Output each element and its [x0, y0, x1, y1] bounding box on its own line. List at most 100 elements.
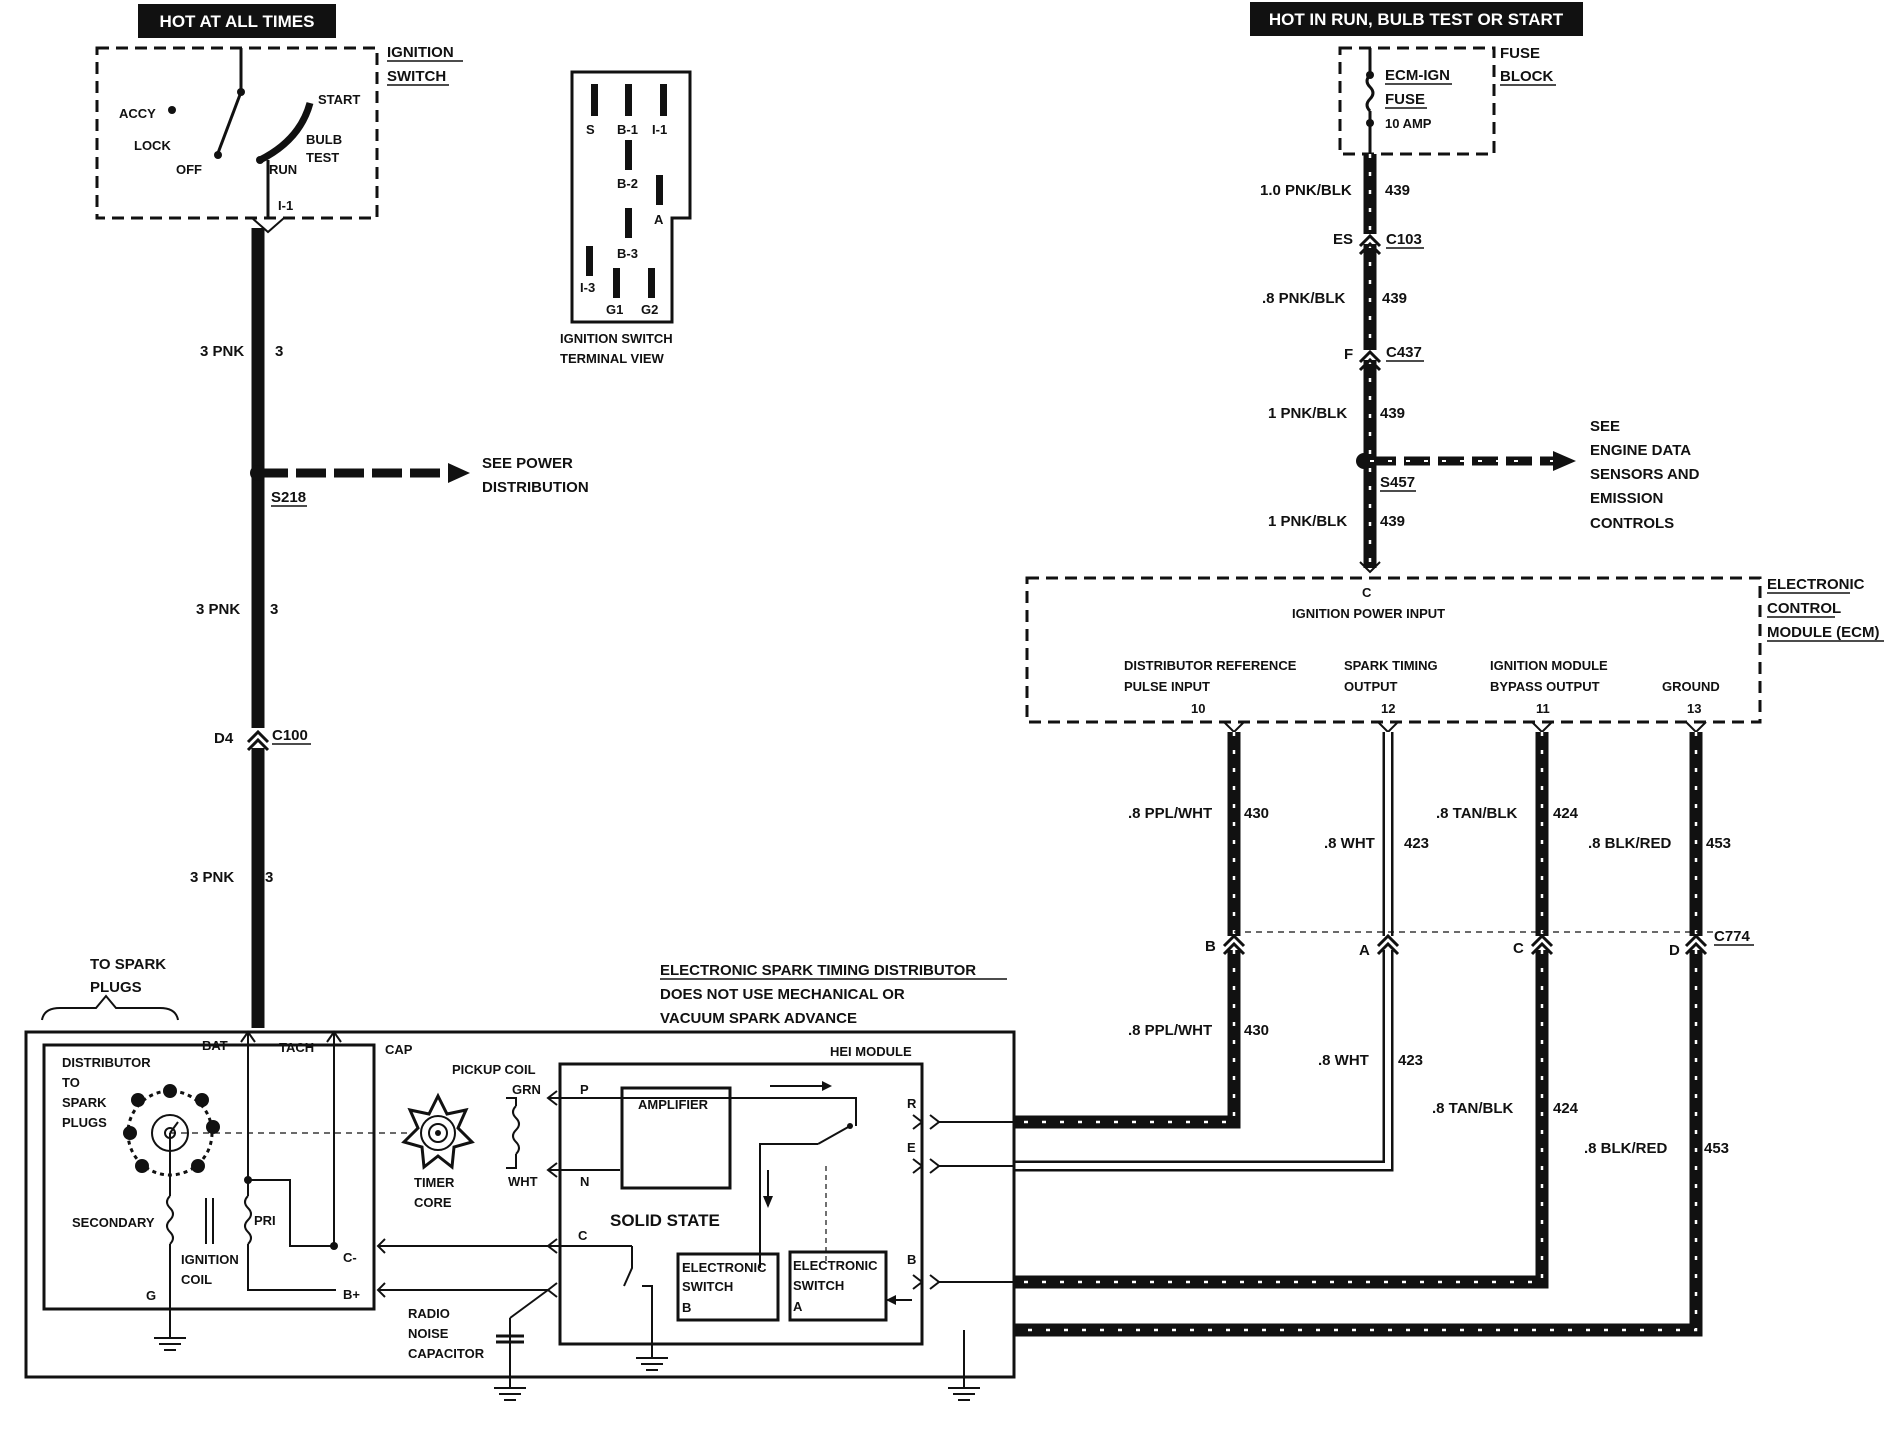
to-spark-plugs-1: TO SPARK [90, 956, 166, 973]
bat-label: BAT [202, 1038, 228, 1053]
terminal-i1: I-1 [652, 122, 667, 137]
see-engine-line-2: ENGINE DATA [1590, 442, 1691, 459]
coil-label-2: COIL [181, 1272, 212, 1287]
start-label: START [318, 92, 360, 107]
ground-icon-distributor [948, 1380, 980, 1401]
see-engine-line-1: SEE [1590, 418, 1620, 435]
power-distribution-arrow [448, 463, 470, 483]
tach-label: TACH [279, 1040, 314, 1055]
w439-label-2: .8 PNK/BLK [1262, 290, 1346, 307]
c453-upper-label: 453 [1706, 835, 1731, 852]
switch-b-line-2: SWITCH [682, 1279, 733, 1294]
terminal-view-outline [570, 70, 692, 324]
c439-label-1: 439 [1385, 182, 1410, 199]
ecm-power-input: IGNITION POWER INPUT [1292, 606, 1445, 621]
r-terminal-label: R [907, 1096, 917, 1111]
ecm-pin-11-line-1: IGNITION MODULE [1490, 658, 1608, 673]
c439-label-3: 439 [1380, 405, 1405, 422]
w453-lower-label: .8 BLK/RED [1584, 1140, 1668, 1157]
c424-lower-label: 424 [1553, 1100, 1579, 1117]
terminal-blades [586, 84, 667, 298]
circuit-label-2: 3 [270, 601, 278, 618]
c100-pin-label: D4 [214, 730, 234, 747]
off-label: OFF [176, 162, 202, 177]
engine-data-arrow [1553, 451, 1576, 471]
c423-lower-label: 423 [1398, 1052, 1423, 1069]
wire-label-3: 3 PNK [190, 869, 234, 886]
c430-lower-label: 430 [1244, 1022, 1269, 1039]
fuse-block-title-2: BLOCK [1500, 68, 1553, 85]
ecm-pin-10-num: 10 [1191, 701, 1205, 716]
c103-pin-label: ES [1333, 231, 1353, 248]
splice-s218-label: S218 [271, 489, 306, 506]
terminal-b2: B-2 [617, 176, 638, 191]
b-terminal-label: B [907, 1252, 916, 1267]
ecm-pin-10-line-2: PULSE INPUT [1124, 679, 1210, 694]
switch-a-line-1: ELECTRONIC [793, 1258, 878, 1273]
w453-upper-label: .8 BLK/RED [1588, 835, 1672, 852]
c424-upper-label: 424 [1553, 805, 1579, 822]
distributor-note-1: DOES NOT USE MECHANICAL OR [660, 986, 905, 1003]
ecm-pin-13-num: 13 [1687, 701, 1701, 716]
dist-line-2: TO [62, 1075, 80, 1090]
b-plus-label: B+ [343, 1287, 360, 1302]
circuit-label-1: 3 [275, 343, 283, 360]
fuse-block-box [1338, 46, 1496, 156]
connector-c100-symbol [246, 729, 270, 752]
ignition-switch-title-2: SWITCH [387, 68, 446, 85]
wire-423 [1015, 732, 1394, 1172]
ecm-pin-11-line-2: BYPASS OUTPUT [1490, 679, 1600, 694]
c774-pin-d: D [1669, 942, 1680, 959]
switch-b-line-1: ELECTRONIC [682, 1260, 767, 1275]
grn-label: GRN [512, 1082, 541, 1097]
ecm-title-2: CONTROL [1767, 600, 1841, 617]
ecm-pin-12-line-1: SPARK TIMING [1344, 658, 1438, 673]
ecm-pin-10-line-1: DISTRIBUTOR REFERENCE [1124, 658, 1297, 673]
hei-module-box [558, 1062, 924, 1346]
w424-lower-label: .8 TAN/BLK [1432, 1100, 1514, 1117]
see-engine-line-5: CONTROLS [1590, 515, 1674, 532]
fuse-element [1365, 73, 1375, 113]
radio-noise-line-1: RADIO [408, 1306, 450, 1321]
accy-label: ACCY [119, 106, 156, 121]
splice-s457 [1356, 453, 1372, 469]
c774-pin-a: A [1359, 942, 1370, 959]
c437-pin-label: F [1344, 346, 1353, 363]
terminal-g2: G2 [641, 302, 658, 317]
see-engine-line-4: EMISSION [1590, 490, 1663, 507]
hot-in-run-label: HOT IN RUN, BULB TEST OR START [1269, 10, 1564, 29]
c100-label: C100 [272, 727, 308, 744]
fuse-block-title-1: FUSE [1500, 45, 1540, 62]
e-terminal-label: E [907, 1140, 916, 1155]
c423-upper-label: 423 [1404, 835, 1429, 852]
n-label: N [580, 1174, 589, 1189]
ecm-title-3: MODULE (ECM) [1767, 624, 1880, 641]
c-terminal-label: C [578, 1228, 588, 1243]
c437-label: C437 [1386, 344, 1422, 361]
ecm-pin-11-num: 11 [1536, 701, 1550, 716]
terminal-b3: B-3 [617, 246, 638, 261]
p-label: P [580, 1082, 589, 1097]
terminal-g1: G1 [606, 302, 623, 317]
c774-pin-c: C [1513, 940, 1524, 957]
radio-noise-line-3: CAPACITOR [408, 1346, 485, 1361]
hot-at-all-times-banner [138, 4, 336, 38]
terminal-i3: I-3 [580, 280, 595, 295]
wht-label: WHT [508, 1174, 538, 1189]
c774-label: C774 [1714, 928, 1751, 945]
w439-label-4: 1 PNK/BLK [1268, 513, 1347, 530]
electronic-switch-b-box [676, 1252, 780, 1322]
c439-label-4: 439 [1380, 513, 1405, 530]
coil-cap-box [42, 1043, 376, 1311]
timer-core-icon [401, 1092, 475, 1170]
switch-a-line-3: A [793, 1299, 803, 1314]
distributor-note-2: VACUUM SPARK ADVANCE [660, 1010, 857, 1027]
switch-a-line-2: SWITCH [793, 1278, 844, 1293]
c453-lower-label: 453 [1704, 1140, 1729, 1157]
ecm-pin-13-line-1: GROUND [1662, 679, 1720, 694]
pickup-coil-winding [512, 1105, 520, 1155]
wire-430 [1015, 732, 1241, 1129]
ground-icon-coil [154, 1306, 186, 1351]
fuse-name-1: ECM-IGN [1385, 67, 1450, 84]
